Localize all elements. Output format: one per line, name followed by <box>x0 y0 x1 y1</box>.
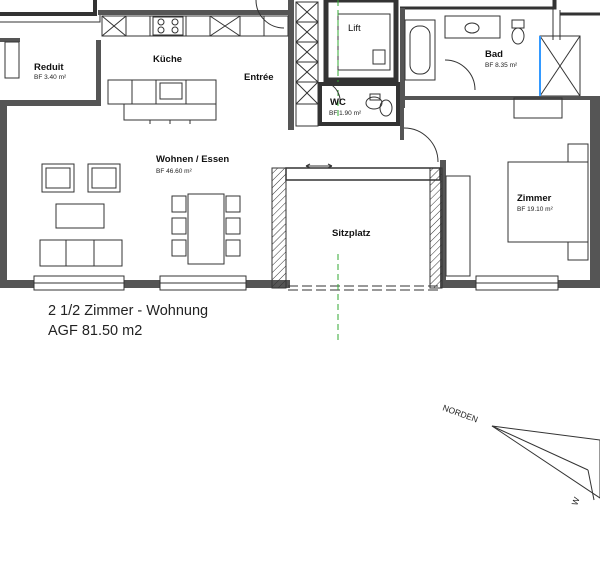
compass-west-label: W <box>569 496 581 507</box>
bathroom <box>400 8 600 108</box>
room-area-wohnen: BF 46.60 m² <box>156 168 193 175</box>
kitchen-counter-top <box>101 15 289 37</box>
room-name-reduit: Reduit <box>34 62 64 73</box>
room-area-zimmer: BF 19.10 m² <box>517 206 554 213</box>
compass-icon <box>491 425 600 501</box>
room-area-reduit: BF 3.40 m² <box>34 74 67 81</box>
reduit-walls <box>0 38 101 106</box>
entree-wardrobe <box>295 1 319 127</box>
windows <box>33 275 559 291</box>
entrance-door <box>255 0 285 29</box>
room-area-bad: BF 8.35 m² <box>485 62 518 69</box>
room-name-sitzplatz: Sitzplatz <box>332 228 371 239</box>
room-name-wc: WC <box>330 97 346 108</box>
wall-entree-right <box>288 0 294 130</box>
living-furniture <box>39 163 241 267</box>
caption-agf: AGF 81.50 m2 <box>48 323 142 339</box>
room-name-entree: Entrée <box>244 72 274 83</box>
wall-top-kitchen <box>98 10 288 15</box>
room-name-wohnen: Wohnen / Essen <box>156 154 229 165</box>
lift-shaft <box>323 0 399 118</box>
kitchen-island <box>107 79 217 124</box>
walls <box>0 0 600 288</box>
living-walls <box>0 106 443 289</box>
room-name-zimmer: Zimmer <box>517 193 552 204</box>
room-name-lift: Lift <box>348 23 361 34</box>
caption-title: 2 1/2 Zimmer - Wohnung <box>48 303 208 319</box>
room-area-wc: BF 1.90 m² <box>329 110 362 117</box>
compass-north-label: NORDEN <box>441 402 479 424</box>
zimmer-room <box>400 97 589 288</box>
room-name-bad: Bad <box>485 49 503 60</box>
room-name-kueche: Küche <box>153 54 182 65</box>
wc-room <box>318 82 400 126</box>
